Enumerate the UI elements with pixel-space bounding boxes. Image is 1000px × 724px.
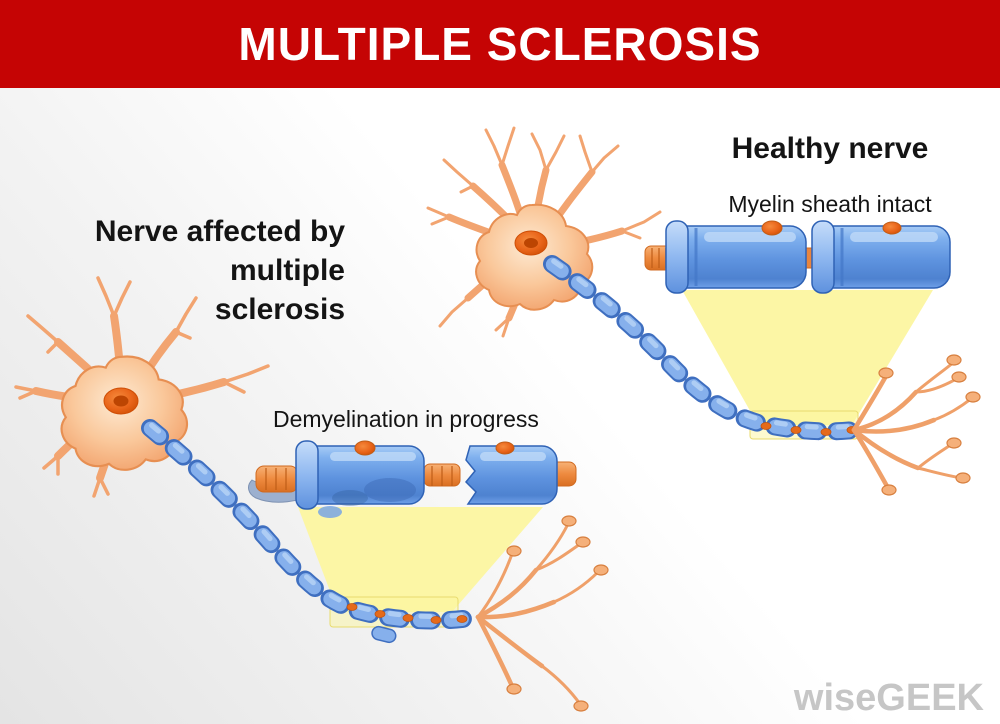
wisegeek-watermark: wiseGEEK <box>793 677 984 719</box>
healthy-nerve-label: Healthy nerve <box>731 132 929 165</box>
axon-myelin-chain-affected <box>141 419 487 630</box>
nucleolus-affected <box>113 395 129 407</box>
node-bump <box>882 221 902 235</box>
axon-myelin-chain-healthy <box>543 255 863 441</box>
magnifier-beam-affected <box>298 507 543 612</box>
nodes-of-ranvier-affected <box>346 603 468 644</box>
affected-nerve-label: Nerve affected by multiple sclerosis <box>94 215 345 326</box>
healthy-neuron <box>426 126 981 496</box>
displaced-myelin-segment <box>371 625 397 644</box>
page-title: MULTIPLE SCLEROSIS <box>238 18 762 70</box>
node-bump <box>354 440 376 456</box>
terminal-bulbs-affected <box>506 515 609 712</box>
myelin-cap-right <box>811 220 835 294</box>
terminal-bulbs-healthy <box>878 354 981 496</box>
damaged-myelin-cap <box>295 440 319 510</box>
demyelination-label: Demyelination in progress <box>273 406 539 432</box>
node-bump <box>495 441 515 455</box>
soma-healthy <box>475 203 594 311</box>
title-banner: MULTIPLE SCLEROSIS <box>0 0 1000 88</box>
nucleolus-healthy <box>524 238 538 248</box>
axon-terminals-healthy <box>851 354 981 496</box>
myelin-intact-label: Myelin sheath intact <box>728 191 932 217</box>
myelin-cap-left <box>665 220 689 294</box>
myelin-sheath-magnified-damaged <box>248 440 577 518</box>
axon-terminals-affected <box>475 515 609 712</box>
magnifier-beam-healthy <box>682 290 933 425</box>
myelin-sheath-magnified-intact <box>644 220 951 294</box>
myelin-debris-blob <box>318 506 342 518</box>
affected-neuron <box>14 276 609 712</box>
node-bump <box>761 220 783 236</box>
